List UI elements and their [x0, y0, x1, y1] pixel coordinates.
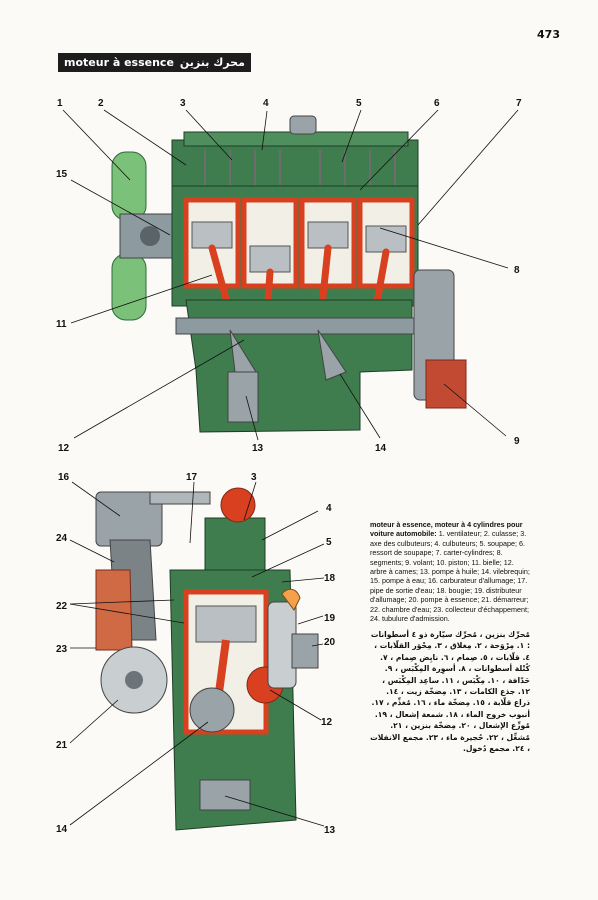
callout-number: 12 — [321, 717, 333, 728]
callout-number: 9 — [514, 436, 520, 447]
callouts-bottom: 16 17 3 4 5 18 24 22 19 23 20 21 12 14 1… — [56, 472, 336, 836]
callout-number: 21 — [56, 740, 68, 751]
callout-number: 5 — [356, 98, 362, 109]
callout-number: 2 — [98, 98, 104, 109]
caption-french-body: 1. ventilateur; 2. culasse; 3. axe des c… — [370, 529, 530, 624]
callout-number: 11 — [56, 319, 67, 330]
callout-number: 4 — [263, 98, 269, 109]
caption-french-lead: moteur à essence, moteur à 4 cylindres p… — [370, 520, 523, 539]
callout-number: 18 — [324, 573, 336, 584]
callout-number: 1 — [57, 98, 63, 109]
callout-number: 15 — [56, 169, 68, 180]
callout-number: 17 — [186, 472, 198, 483]
callout-number: 6 — [434, 98, 440, 109]
section-title-banner: moteur à essence محرك بنزين — [58, 53, 251, 72]
top-engine-illustration — [111, 115, 467, 433]
page-number: 473 — [537, 28, 560, 41]
callout-number: 20 — [324, 637, 336, 648]
callout-number: 19 — [324, 613, 336, 624]
caption-arabic: مُحرِّك بنزين ، مُحرِّك سيّارة ذو ٤ أسطو… — [370, 630, 530, 754]
callout-number: 7 — [516, 98, 522, 109]
title-french: moteur à essence — [64, 56, 174, 69]
bottom-engine-illustration — [95, 487, 319, 831]
callout-number: 4 — [326, 503, 332, 514]
callout-number: 14 — [56, 824, 68, 835]
title-arabic: محرك بنزين — [179, 56, 245, 69]
callout-number: 3 — [180, 98, 186, 109]
callout-number: 24 — [56, 533, 68, 544]
callout-number: 12 — [58, 443, 70, 454]
callout-number: 13 — [324, 825, 336, 836]
callout-number: 3 — [251, 472, 257, 483]
callout-number: 16 — [58, 472, 70, 483]
callouts-top: 1 2 3 4 5 6 7 15 8 11 12 13 14 9 — [56, 98, 522, 454]
callout-number: 8 — [514, 265, 520, 276]
callout-number: 5 — [326, 537, 332, 548]
fan-illustration — [111, 151, 181, 321]
caption-french: moteur à essence, moteur à 4 cylindres p… — [370, 520, 530, 623]
callout-number: 23 — [56, 644, 68, 655]
leader-lines — [62, 109, 519, 827]
callout-number: 22 — [56, 601, 68, 612]
callout-number: 14 — [375, 443, 387, 454]
callout-number: 13 — [252, 443, 264, 454]
